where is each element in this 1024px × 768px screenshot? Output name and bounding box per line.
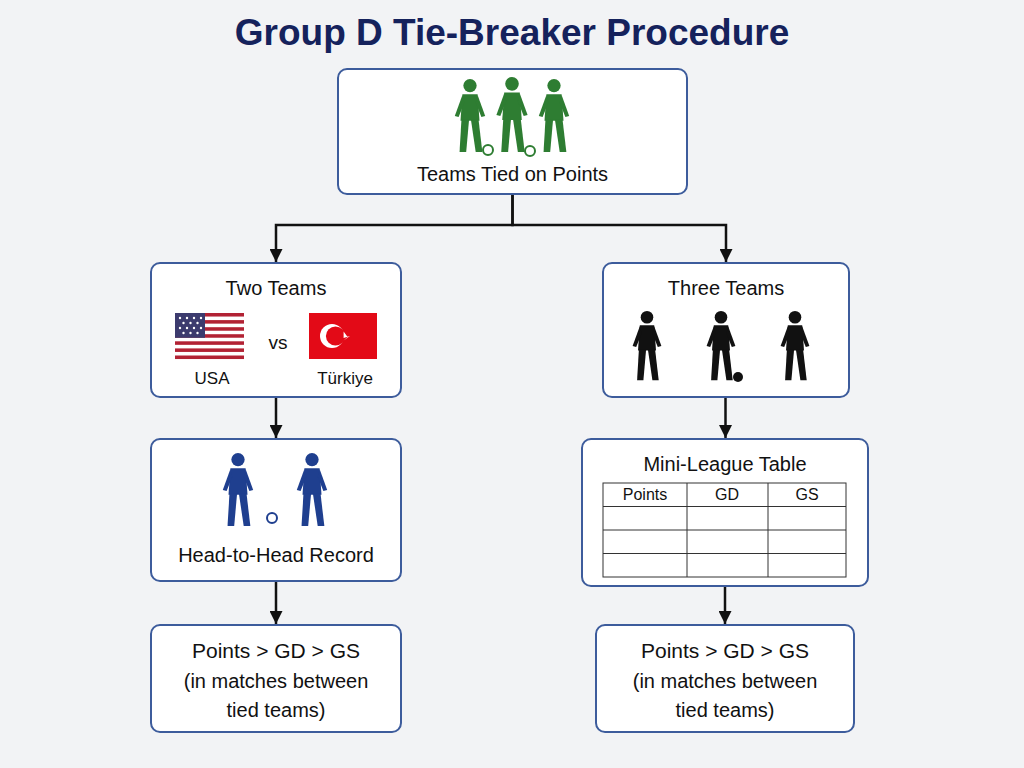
flag-stripe [175, 320, 244, 324]
player-icon [781, 311, 810, 380]
table-rule [603, 553, 846, 554]
node-text: vs [257, 331, 299, 354]
start-box: Teams Tied on Points [337, 68, 688, 195]
node-text: Two Teams [152, 276, 400, 300]
node-text: Head-to-Head Record [152, 543, 400, 567]
flag-crescent [320, 324, 344, 348]
node-text: Points > GD > GS [597, 638, 853, 663]
player-icon [297, 453, 327, 526]
table-rule [603, 506, 846, 507]
flow-arrow [513, 195, 727, 262]
turkiye-flag [309, 313, 377, 359]
usa-flag [175, 313, 244, 359]
node-text: Mini-League Table [583, 452, 867, 476]
branch-box: Two TeamsUSA vsTürkiye [150, 262, 402, 398]
result-box: Points > GD > GS (in matches between tied… [595, 624, 855, 733]
flag-stars [179, 317, 202, 334]
player-icon [496, 77, 527, 152]
diagram-title: Group D Tie-Breaker Procedure [0, 12, 1024, 54]
node-text: Türkiye [303, 369, 387, 389]
mini-league-grid [603, 483, 846, 577]
ball-icon [483, 145, 493, 155]
node-text: (in matches between tied teams) [170, 667, 382, 725]
player-icon [707, 311, 736, 380]
player-icon [539, 79, 569, 152]
player-icon [455, 79, 485, 152]
branch-box: Three Teams [602, 262, 850, 398]
table-outline [603, 483, 846, 577]
node-text: Teams Tied on Points [339, 162, 686, 186]
flag-stripe [175, 356, 244, 360]
green-players [455, 77, 569, 156]
flag-field [309, 313, 377, 359]
node-text: Points > GD > GS [152, 638, 400, 663]
flag-star [344, 331, 350, 340]
flag-stripe [175, 341, 244, 345]
player-icon [223, 453, 253, 526]
flow-arrow [275, 582, 278, 624]
table-rule [687, 483, 688, 577]
flag-stripe [175, 348, 244, 352]
ball-icon [733, 372, 743, 382]
table-rule [603, 530, 846, 531]
flow-arrow [276, 195, 513, 262]
player-icon [633, 311, 662, 380]
black-players [633, 311, 810, 382]
flag-crescent-cut [326, 326, 345, 345]
node-text: Three Teams [604, 276, 848, 300]
result-box: Points > GD > GS (in matches between tied… [150, 624, 402, 733]
flow-arrow [275, 398, 278, 438]
flag-field [175, 313, 244, 359]
flag-stripe [175, 327, 244, 331]
process-box: Mini-League Table [581, 438, 869, 587]
node-text: (in matches between tied teams) [619, 667, 831, 725]
flag-canton [175, 313, 205, 338]
flag-stripe [175, 313, 244, 317]
process-box: Head-to-Head Record [150, 438, 402, 582]
ball-icon [525, 146, 535, 156]
flow-arrow [724, 587, 727, 624]
flow-arrow [724, 398, 727, 438]
blue-players [223, 453, 327, 526]
ball-icon [267, 513, 277, 523]
flag-stripe [175, 334, 244, 338]
node-text: USA [177, 369, 247, 389]
table-rule [768, 483, 769, 577]
